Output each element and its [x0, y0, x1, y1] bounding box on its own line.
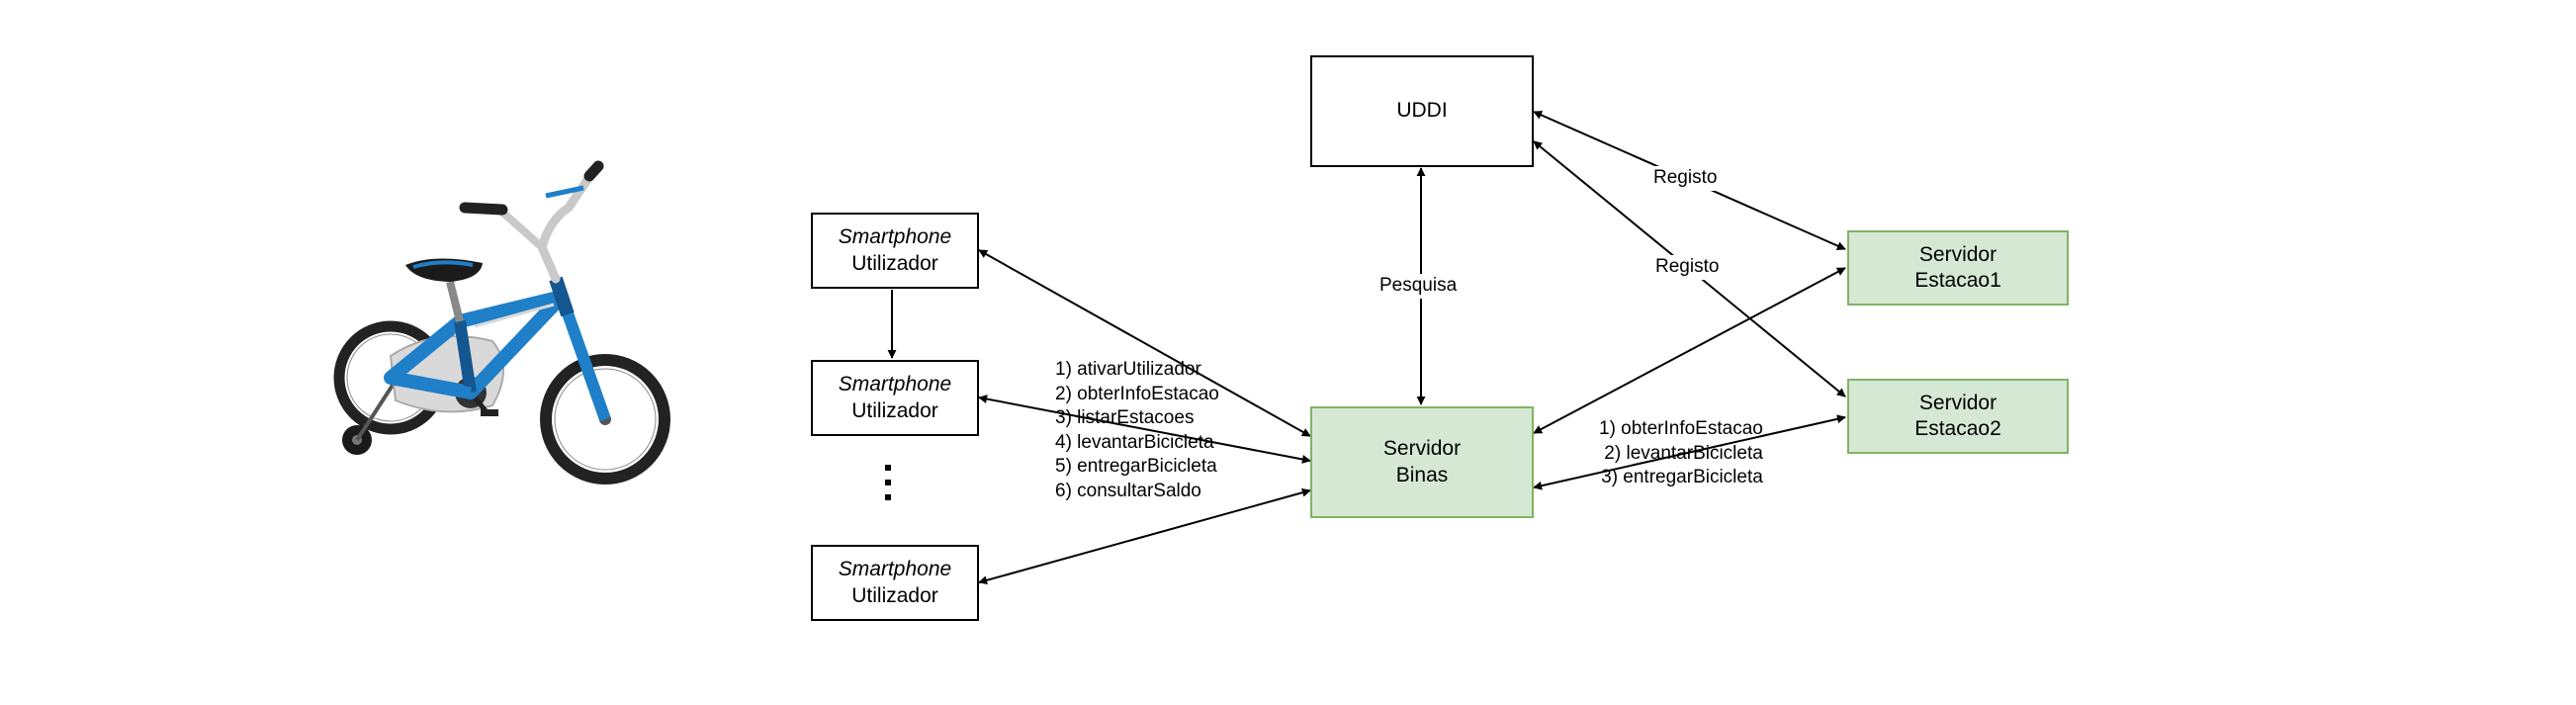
edge-smartphone3-binas [978, 487, 1311, 585]
uddi-node: UDDI [1310, 55, 1534, 167]
smartphone-node-3: Smartphone Utilizador [811, 545, 979, 621]
edge-smartphone2-binas [978, 395, 1311, 464]
station-operations-label: 1) obterInfoEstacao 2) levantarBicicleta… [1598, 417, 1764, 490]
uddi-label: UDDI [1396, 99, 1448, 123]
registo-label-2: Registo [1654, 255, 1721, 280]
servidor-estacao2-line1: Servidor [1918, 391, 1998, 414]
smartphone-node-1: Smartphone Utilizador [811, 213, 979, 289]
edge-binas-estacao2 [1533, 414, 1846, 490]
client-operations-label: 1) ativarUtilizador 2) obterInfoEstacao … [1054, 358, 1220, 503]
client-op-5: 5) entregarBicicleta [1055, 456, 1217, 477]
servidor-estacao1-line2: Estacao1 [1914, 269, 2001, 292]
servidor-estacao1-line1: Servidor [1918, 242, 1998, 266]
client-op-1: 1) ativarUtilizador [1055, 359, 1201, 380]
client-op-3: 3) listarEstacoes [1055, 407, 1195, 428]
pesquisa-label: Pesquisa [1378, 274, 1459, 299]
servidor-estacao1-node: Servidor Estacao1 [1847, 230, 2069, 306]
station-op-1: 1) obterInfoEstacao [1599, 418, 1763, 439]
station-op-3: 3) entregarBicicleta [1601, 467, 1763, 487]
edge-binas-estacao1 [1533, 267, 1846, 434]
smartphone-node-2-type: Smartphone [838, 373, 952, 397]
smartphone-node-1-type: Smartphone [838, 225, 952, 249]
client-op-4: 4) levantarBicicleta [1055, 431, 1214, 453]
servidor-estacao2-node: Servidor Estacao2 [1847, 379, 2069, 454]
smartphone-node-3-role: Utilizador [851, 583, 938, 607]
servidor-binas-line1: Servidor [1382, 437, 1462, 461]
smartphone-node-2-role: Utilizador [851, 398, 938, 422]
bicycle-illustration [333, 160, 670, 485]
smartphone-node-2: Smartphone Utilizador [811, 360, 979, 436]
servidor-estacao2-line2: Estacao2 [1914, 417, 2001, 440]
smartphone-node-3-type: Smartphone [838, 558, 952, 581]
ellipsis-more-smartphones [885, 465, 891, 509]
servidor-binas-line2: Binas [1395, 463, 1449, 486]
smartphone-node-1-role: Utilizador [851, 251, 938, 275]
station-op-2: 2) levantarBicicleta [1604, 442, 1763, 464]
client-op-2: 2) obterInfoEstacao [1055, 383, 1219, 404]
connectors [887, 111, 1846, 585]
registo-label-1: Registo [1652, 166, 1719, 191]
client-op-6: 6) consultarSaldo [1055, 480, 1201, 501]
servidor-binas-node: Servidor Binas [1310, 406, 1534, 518]
